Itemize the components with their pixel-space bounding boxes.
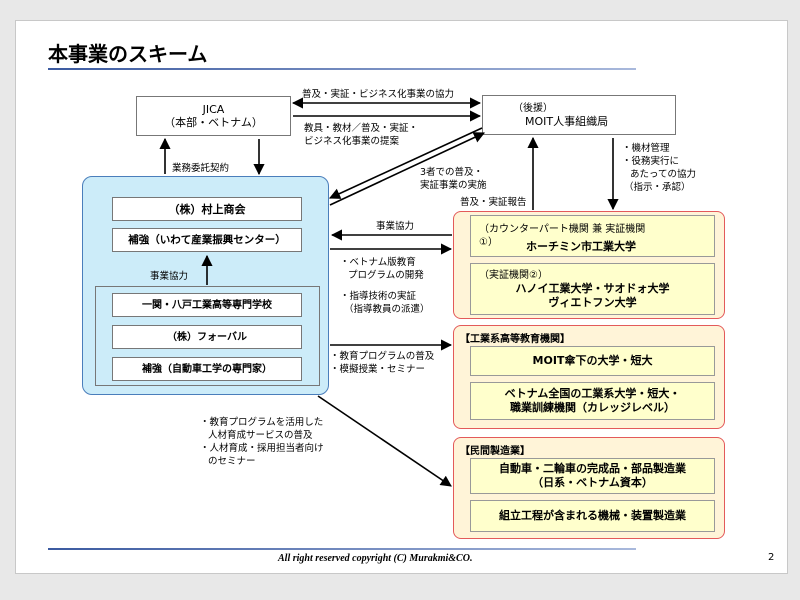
- label-jica-moit-top: 普及・実証・ビジネス化事業の協力: [302, 89, 455, 100]
- label-moit-r2: ・役務実行に: [622, 156, 680, 167]
- hcmut-name: ホーチミン市工業大学: [526, 240, 636, 253]
- page-title: 本事業のスキーム: [48, 42, 208, 66]
- label-vn4: （指導教員の派遣）: [344, 304, 430, 315]
- label-edu2: ・模擬授業・セミナー: [330, 364, 426, 375]
- label-hr3: ・人材育成・採用担当者向け: [200, 443, 324, 454]
- hcmut-box: （カウンターパート機関 兼 実証機関 ①） ホーチミン市工業大学: [470, 215, 715, 257]
- auto-mfg-line1: 自動車・二輪車の完成品・部品製造業: [499, 462, 686, 475]
- title-divider: [48, 68, 636, 70]
- hanoi-role: （実証機関②）: [479, 269, 548, 281]
- arrow-blue-to-mfg: [317, 395, 452, 487]
- hanoi-name1: ハノイ工業大学・サオドォ大学: [515, 281, 670, 295]
- jica-sub: （本部・ベトナム）: [164, 116, 263, 129]
- hcmut-role2: ①）: [479, 237, 498, 248]
- iwate-box: 補強（いわて産業振興センター）: [112, 228, 302, 252]
- label-vn1: ・ベトナム版教育: [340, 257, 416, 268]
- label-jica-moit-sub1: 教具・教材／普及・実証・: [304, 123, 419, 134]
- murakami-box: （株）村上商会: [112, 197, 302, 221]
- label-sansha1: 3者での普及・: [420, 167, 484, 178]
- mfg-header: 【民間製造業】: [460, 446, 530, 457]
- kosen-label: 一関・八戸工業高等専門学校: [142, 299, 272, 311]
- label-hr4: のセミナー: [208, 456, 256, 467]
- edu-header: 【工業系高等教育機関】: [460, 334, 570, 345]
- jica-name: JICA: [202, 103, 225, 116]
- label-gyomu: 業務委託契約: [172, 163, 230, 174]
- label-vn3: ・指導技術の実証: [340, 291, 417, 302]
- label-jica-moit-sub2: ビジネス化事業の提案: [304, 136, 400, 147]
- kosen-box: 一関・八戸工業高等専門学校: [112, 293, 302, 317]
- car-expert-box: 補強（自動車工学の専門家）: [112, 357, 302, 381]
- label-moit-r4: （指示・承認）: [624, 182, 691, 193]
- jigyo-kyoryoku-inner: 事業協力: [150, 271, 189, 282]
- jica-box: JICA （本部・ベトナム）: [136, 96, 291, 136]
- footer-divider: [48, 548, 636, 550]
- vn-univ-box: ベトナム全国の工業系大学・短大・ 職業訓練機関（カレッジレベル）: [470, 382, 715, 420]
- label-jigyo-kyoryoku: 事業協力: [376, 221, 415, 232]
- hcmut-role: （カウンターパート機関 兼 実証機関: [479, 224, 646, 235]
- label-moit-r3: あたっての協力: [630, 169, 697, 180]
- forval-box: （株）フォーバル: [112, 325, 302, 349]
- moit-univ-box: MOIT傘下の大学・短大: [470, 346, 715, 376]
- vn-univ-line1: ベトナム全国の工業系大学・短大・: [504, 387, 681, 400]
- murakami-label: （株）村上商会: [168, 202, 246, 216]
- label-edu1: ・教育プログラムの普及: [330, 351, 435, 362]
- arrow-moit-blue-a: [328, 127, 483, 199]
- machine-mfg-label: 組立工程が含まれる機械・装置製造業: [499, 509, 686, 522]
- label-vn2: プログラムの開発: [348, 270, 424, 281]
- iwate-label: 補強（いわて産業振興センター）: [128, 233, 286, 246]
- arrow-moit-blue-b: [329, 132, 486, 206]
- label-fukyu-report: 普及・実証報告: [460, 197, 527, 208]
- hanoi-name2: ヴィエトフン大学: [548, 295, 637, 309]
- moit-name: MOIT人事組織局: [525, 115, 609, 128]
- kosen-subgroup: [95, 286, 320, 386]
- auto-mfg-line2: （日系・ベトナム資本）: [532, 476, 653, 489]
- label-moit-r1: ・機材管理: [622, 143, 670, 154]
- forval-label: （株）フォーバル: [167, 331, 247, 343]
- moit-box: （後援） MOIT人事組織局: [482, 95, 676, 135]
- vn-univ-line2: 職業訓練機関（カレッジレベル）: [510, 401, 675, 414]
- label-sansha2: 実証事業の実施: [420, 180, 487, 191]
- moit-univ-label: MOIT傘下の大学・短大: [532, 354, 653, 367]
- label-hr1: ・教育プログラムを活用した: [200, 417, 324, 428]
- car-expert-label: 補強（自動車工学の専門家）: [142, 363, 272, 375]
- footer-copyright: All right reserved copyright (C) Murakmi…: [278, 553, 473, 564]
- page-number: 2: [768, 552, 775, 563]
- hanoi-box: （実証機関②） ハノイ工業大学・サオドォ大学 ヴィエトフン大学: [470, 263, 715, 315]
- auto-mfg-box: 自動車・二輪車の完成品・部品製造業 （日系・ベトナム資本）: [470, 458, 715, 494]
- moit-support: （後援）: [513, 103, 553, 114]
- label-hr2: 人材育成サービスの普及: [208, 430, 313, 441]
- machine-mfg-box: 組立工程が含まれる機械・装置製造業: [470, 500, 715, 532]
